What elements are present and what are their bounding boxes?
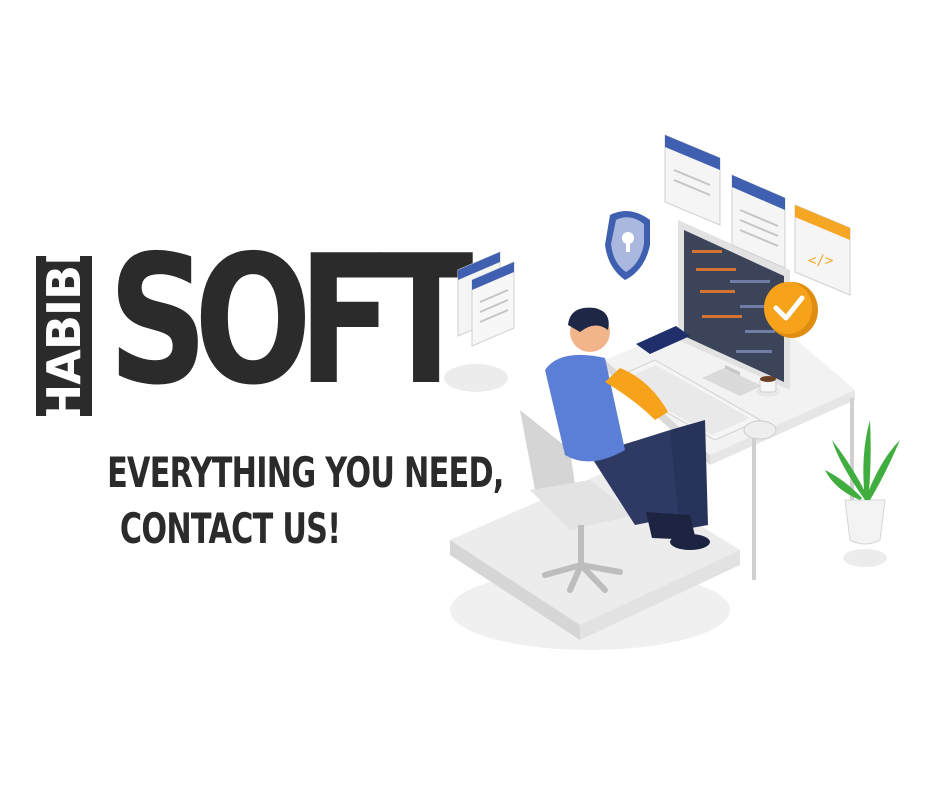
window-shadow xyxy=(444,364,508,392)
mouse xyxy=(743,420,777,440)
tagline-line-2: CONTACT US! xyxy=(119,504,341,553)
shirt xyxy=(545,354,625,462)
tagline-line-1: EVERYTHING YOU NEED, xyxy=(107,448,504,497)
code-window: </> xyxy=(794,204,851,296)
developer-illustration: </> xyxy=(444,134,900,650)
browser-window-middle xyxy=(731,174,786,269)
habibi-label-box xyxy=(36,256,92,416)
phone-icon xyxy=(636,326,690,354)
sleeve xyxy=(605,368,668,420)
hair xyxy=(568,307,609,332)
shield-lock-icon xyxy=(605,211,650,280)
browser-window-left xyxy=(457,251,515,347)
code-brackets-icon: </> xyxy=(808,253,833,269)
monitor xyxy=(678,220,790,396)
check-badge-icon xyxy=(764,282,818,338)
browser-window-top xyxy=(664,134,721,226)
office-chair xyxy=(520,410,635,593)
coffee-cup-icon xyxy=(756,376,780,397)
person-figure xyxy=(545,307,710,550)
brand-name-main: SOFT xyxy=(108,217,473,424)
keyboard xyxy=(608,359,762,441)
brand-name-vertical: HABIBI xyxy=(37,249,91,423)
brand-logo: HABIBI SOFT xyxy=(28,232,473,424)
plant-icon xyxy=(825,420,900,567)
